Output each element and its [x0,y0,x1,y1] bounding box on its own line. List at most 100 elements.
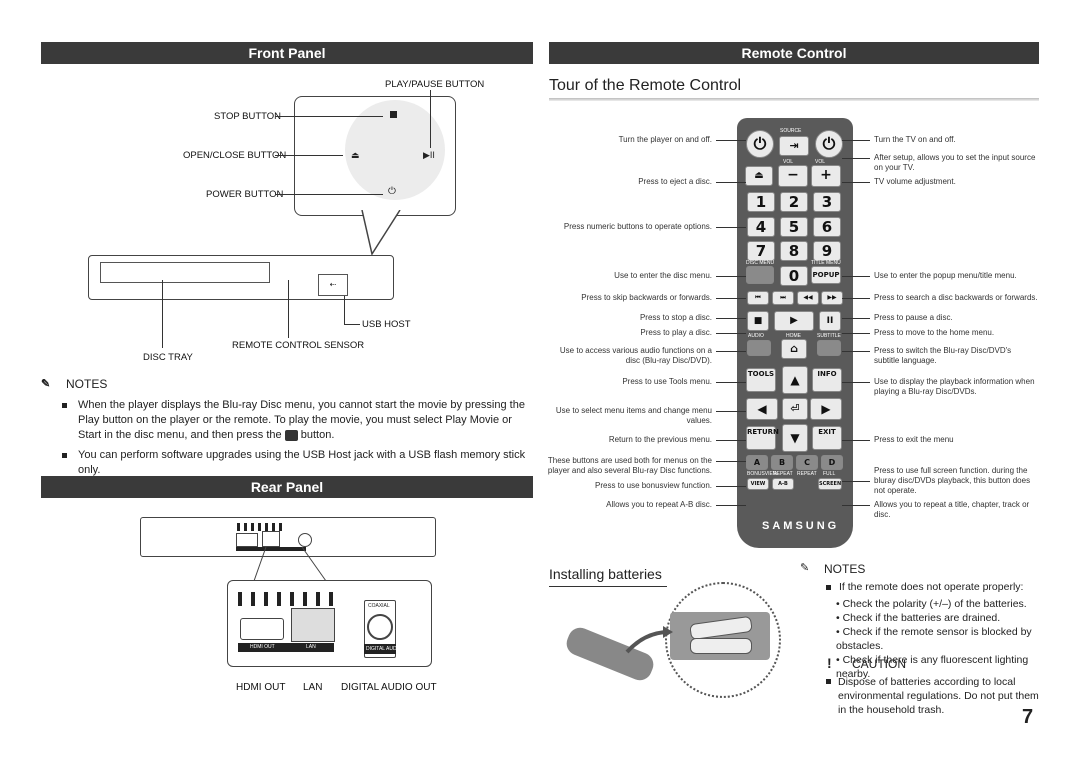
ann-right-7: Press to move to the home menu. [874,328,995,337]
title-menu-label: TITLE MENU [811,260,841,266]
audio-button[interactable] [747,340,771,356]
play-button[interactable]: ▶ [774,311,814,331]
search-back-button[interactable]: ◀◀ [797,291,819,305]
ann-right-1: Turn the TV on and off. [874,135,956,144]
home-label: HOME [786,333,801,339]
digit-button-9[interactable]: 9 [813,241,841,261]
digit-button-6[interactable]: 6 [813,217,841,237]
subtitle-button[interactable] [817,340,841,356]
ann-right-9: Use to display the playback information … [874,377,1035,396]
bonusview-label: BONUSVIEW [747,471,778,477]
notes-icon: ✎ [41,378,51,390]
digit-button-5[interactable]: 5 [780,217,808,237]
digital-audio-out-label: DIGITAL AUDIO OUT [341,682,437,693]
note-item-2: You can perform software upgrades using … [62,448,530,478]
enter-icon [284,429,298,441]
notes2-heading: NOTES [824,562,866,576]
stop-button-label: STOP BUTTON [214,111,282,122]
eject-icon: ⏏ [351,150,360,160]
ann-left-12: These buttons are used both for menus on… [547,456,712,475]
full-screen-button[interactable]: SCREEN [818,478,842,490]
tools-button[interactable]: TOOLS [746,368,776,392]
digit-button-1[interactable]: 1 [747,192,775,212]
b-button[interactable]: B [771,455,793,470]
down-arrow-button[interactable]: ▼ [782,424,808,452]
notes2-icon: ✎ [800,562,810,574]
ann-right-4: Use to enter the popup menu/title menu. [874,271,1017,280]
skip-back-button[interactable]: ⏮ [747,291,769,305]
stop-button[interactable]: ■ [747,311,769,331]
notes2-bullet-4: • Check if there is any fluorescent ligh… [836,654,1029,680]
left-arrow-button[interactable]: ◀ [746,398,778,420]
hdmi-small-label: HDMI OUT [250,644,275,650]
coaxial-label: COAXIAL [368,603,390,609]
vol-label: VOL [783,159,794,165]
search-forward-button[interactable]: ▶▶ [821,291,843,305]
remote-control-title: Remote Control [549,42,1039,64]
pause-button[interactable]: II [819,311,841,331]
ann-left-10: Use to select menu items and change menu… [555,406,712,425]
vol-up-button[interactable]: + [811,165,841,187]
insert-arrow-icon [625,626,673,654]
digit-button-0[interactable]: 0 [780,266,808,286]
power-button-label: POWER BUTTON [206,189,284,200]
vol-down-button[interactable]: − [778,165,808,187]
remote-body [737,118,853,548]
power-icon: ⏻ [388,186,396,197]
popup-button[interactable]: POPUP [811,266,841,284]
disc-menu-button[interactable] [746,266,774,284]
ann-right-11: Press to use full screen function. durin… [874,466,1031,495]
notes2-bullet-2: • Check if the batteries are drained. [836,612,1001,624]
samsung-logo: SAMSUNG [762,520,840,532]
view-button[interactable]: VIEW [747,478,769,490]
lan-label: LAN [303,682,323,693]
info-button[interactable]: INFO [812,368,842,392]
digit-button-4[interactable]: 4 [747,217,775,237]
play-pause-label: PLAY/PAUSE BUTTON [385,79,485,90]
digit-button-7[interactable]: 7 [747,241,775,261]
ann-left-4: Use to enter the disc menu. [614,271,712,280]
digit-button-3[interactable]: 3 [813,192,841,212]
enter-button[interactable]: ⏎ [782,398,808,420]
lan-port [291,608,335,642]
repeat-ab-button[interactable]: A-B [772,478,794,490]
return-button[interactable]: RETURN [746,426,779,450]
source-button[interactable]: ⇥ [779,136,809,156]
vol-label-2: VOL [815,159,826,165]
tv-power-button[interactable]: ⏻ [815,130,843,158]
repeat-label: REPEAT [773,471,793,477]
caution-icon: ! [827,655,832,671]
notes2-intro: If the remote does not operate properly: [826,580,1038,595]
eject-button[interactable]: ⏏ [745,166,773,186]
c-button[interactable]: C [796,455,818,470]
ann-right-5: Press to search a disc backwards or forw… [874,293,1038,302]
play-pause-icon: ▶II [423,150,435,160]
digital-small-label: DIGITAL AUDIO OUT [366,646,414,652]
tour-heading: Tour of the Remote Control [549,77,742,94]
power-button[interactable]: ⏻ [746,130,774,158]
caution-heading: CAUTION [852,657,906,671]
audio-label: AUDIO [748,333,764,339]
ann-right-6: Press to pause a disc. [874,313,953,322]
ann-left-6: Press to stop a disc. [639,313,712,322]
digit-button-2[interactable]: 2 [780,192,808,212]
open-close-label: OPEN/CLOSE BUTTON [183,150,287,161]
front-panel-title: Front Panel [41,42,533,64]
up-arrow-button[interactable]: ▲ [782,366,808,394]
notes2-bullets: • Check the polarity (+/–) of the batter… [836,597,1041,681]
d-button[interactable]: D [821,455,843,470]
skip-forward-button[interactable]: ⏭ [772,291,794,305]
a-button[interactable]: A [746,455,768,470]
lan-small-label: LAN [306,644,316,650]
right-arrow-button[interactable]: ▶ [810,398,842,420]
usb-port: ⇠ [318,274,348,296]
exit-button[interactable]: EXIT [812,426,842,450]
ann-left-9: Press to use Tools menu. [622,377,712,386]
notes2-bullet-1: • Check the polarity (+/–) of the batter… [836,598,1027,610]
remote-sensor-label: REMOTE CONTROL SENSOR [232,340,365,351]
note-item-1: When the player displays the Blu-ray Dis… [62,398,530,443]
rear-panel-title: Rear Panel [41,476,533,498]
digit-button-8[interactable]: 8 [780,241,808,261]
caution-text: Dispose of batteries according to local … [826,675,1040,717]
home-button[interactable]: ⌂ [781,339,807,359]
